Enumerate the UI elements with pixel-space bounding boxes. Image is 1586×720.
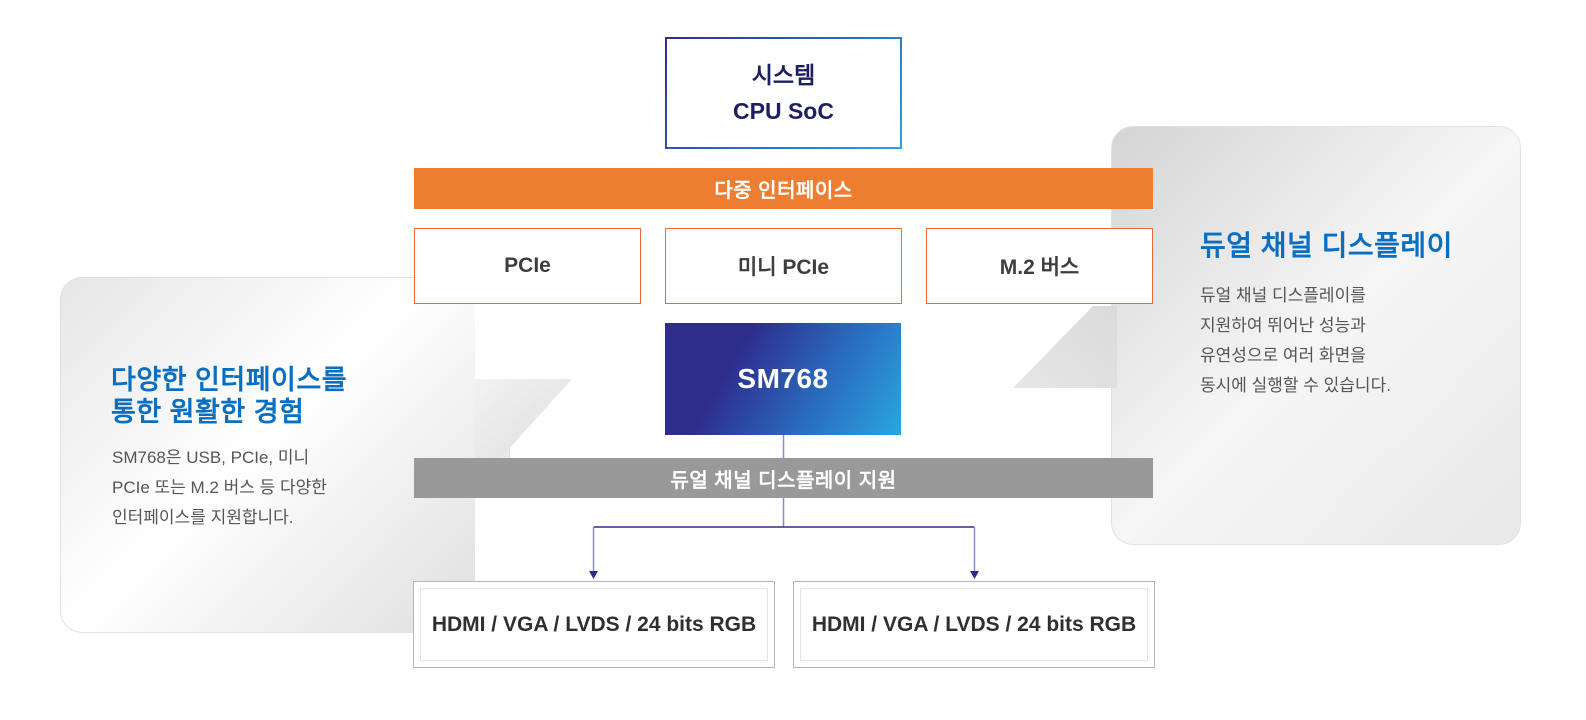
output-box-1: HDMI / VGA / LVDS / 24 bits RGB (413, 581, 775, 668)
left-card-body-line: PCIe 또는 M.2 버스 등 다양한 (112, 478, 327, 497)
interface-box-m2-bus: M.2 버스 (926, 228, 1153, 304)
cpu-soc-box: 시스템 CPU SoC (665, 37, 902, 149)
left-card-body-line: SM768은 USB, PCIe, 미니 (112, 448, 310, 467)
sm768-chip-box: SM768 (665, 323, 901, 435)
multi-interface-bar: 다중 인터페이스 (414, 168, 1153, 209)
interface-label: 미니 PCIe (737, 256, 830, 279)
interface-box-mini-pcie: 미니 PCIe (665, 228, 902, 304)
right-card-title: 듀얼 채널 디스플레이 (1200, 230, 1453, 261)
right-feature-card (1111, 126, 1521, 545)
chip-label: SM768 (737, 363, 829, 394)
right-card-body-line: 유연성으로 여러 화면을 (1200, 346, 1366, 365)
right-card-body-line: 듀얼 채널 디스플레이를 (1200, 286, 1366, 305)
interface-label: M.2 버스 (999, 256, 1080, 279)
dual-display-label: 듀얼 채널 디스플레이 지원 (670, 469, 897, 492)
left-card-title: 다양한 인터페이스를 통한 원활한 경험 (111, 364, 347, 428)
right-card-body-line: 지원하여 뛰어난 성능과 (1200, 316, 1366, 335)
interface-label: PCIe (504, 254, 551, 277)
right-chevron-shape (1013, 306, 1117, 388)
output-box-inner: HDMI / VGA / LVDS / 24 bits RGB (800, 588, 1148, 661)
left-card-body: SM768은 USB, PCIe, 미니 PCIe 또는 M.2 버스 등 다양… (112, 443, 327, 533)
left-card-title-line2: 통한 원활한 경험 (111, 397, 305, 427)
right-card-body-line: 동시에 실행할 수 있습니다. (1200, 376, 1391, 395)
left-card-body-line: 인터페이스를 지원합니다. (112, 508, 294, 527)
right-card-body: 듀얼 채널 디스플레이를 지원하여 뛰어난 성능과 유연성으로 여러 화면을 동… (1200, 281, 1391, 401)
left-feature-card (60, 277, 510, 633)
arrow-down-icon (970, 571, 979, 579)
output-box-inner: HDMI / VGA / LVDS / 24 bits RGB (420, 588, 768, 661)
left-card-title-line1: 다양한 인터페이스를 (111, 365, 348, 395)
dual-display-bar: 듀얼 채널 디스플레이 지원 (414, 458, 1153, 498)
multi-interface-label: 다중 인터페이스 (714, 180, 853, 202)
cpu-box-line2: CPU SoC (733, 98, 834, 124)
output-label: HDMI / VGA / LVDS / 24 bits RGB (431, 612, 757, 636)
arrow-down-icon (589, 571, 598, 579)
interface-box-pcie: PCIe (414, 228, 641, 304)
left-chevron-shape (475, 379, 572, 461)
cpu-box-line1: 시스템 (751, 62, 816, 88)
output-label: HDMI / VGA / LVDS / 24 bits RGB (811, 612, 1137, 636)
output-box-2: HDMI / VGA / LVDS / 24 bits RGB (793, 581, 1155, 668)
